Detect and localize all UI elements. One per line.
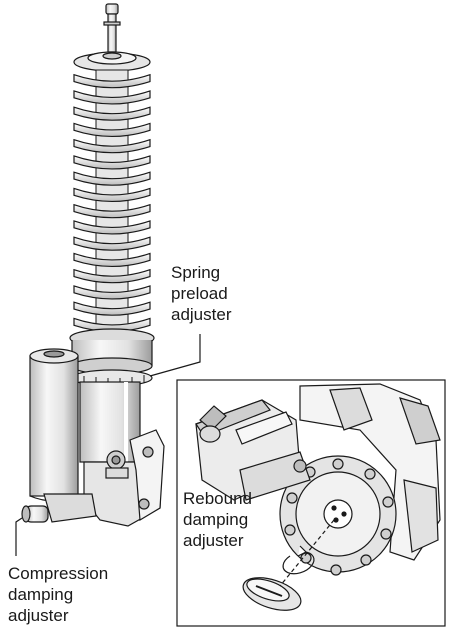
label-line: Spring — [171, 263, 221, 282]
top-spring-seat — [73, 51, 151, 72]
label-line: adjuster — [171, 305, 232, 324]
leader-spring-preload — [149, 334, 201, 377]
rotation-arrow — [279, 519, 335, 587]
spring-coil — [73, 155, 151, 170]
spring-coil — [73, 106, 151, 121]
clevis-mount — [83, 429, 165, 527]
spring-coil — [73, 138, 151, 154]
spring-coil — [73, 220, 151, 235]
spring-coil — [73, 171, 151, 186]
spring-coil — [73, 203, 151, 219]
label-rebound-damping-adjuster: Rebound damping adjuster — [183, 488, 252, 551]
leader-compression — [15, 517, 23, 556]
label-spring-preload-adjuster: Spring preload adjuster — [171, 262, 231, 325]
reservoir-connector — [21, 493, 97, 523]
spring-coil — [73, 90, 151, 105]
label-line: adjuster — [183, 531, 244, 550]
damper-body — [79, 381, 141, 463]
spring-coil — [73, 268, 151, 284]
label-compression-damping-adjuster: Compression damping adjuster — [8, 563, 108, 626]
label-line: adjuster — [8, 606, 69, 625]
reservoir-canister — [29, 348, 79, 502]
preload-collar — [69, 328, 155, 387]
spring-coil — [73, 122, 151, 137]
coil-spring — [73, 69, 151, 332]
spring-coil — [73, 187, 151, 202]
label-line: Compression — [8, 564, 109, 583]
inset-swingarm-detail — [195, 383, 441, 611]
label-line: Rebound — [183, 489, 253, 508]
label-line: damping — [8, 585, 74, 604]
spring-coil — [73, 301, 151, 316]
spring-coil — [73, 317, 151, 332]
leader-lines — [15, 334, 201, 556]
label-line: damping — [183, 510, 249, 529]
spring-coil — [73, 73, 151, 89]
piston-rod — [103, 3, 121, 53]
spring-coil — [73, 285, 151, 300]
spring-coil — [73, 252, 151, 267]
spring-coil — [73, 236, 151, 251]
label-line: preload — [171, 284, 228, 303]
